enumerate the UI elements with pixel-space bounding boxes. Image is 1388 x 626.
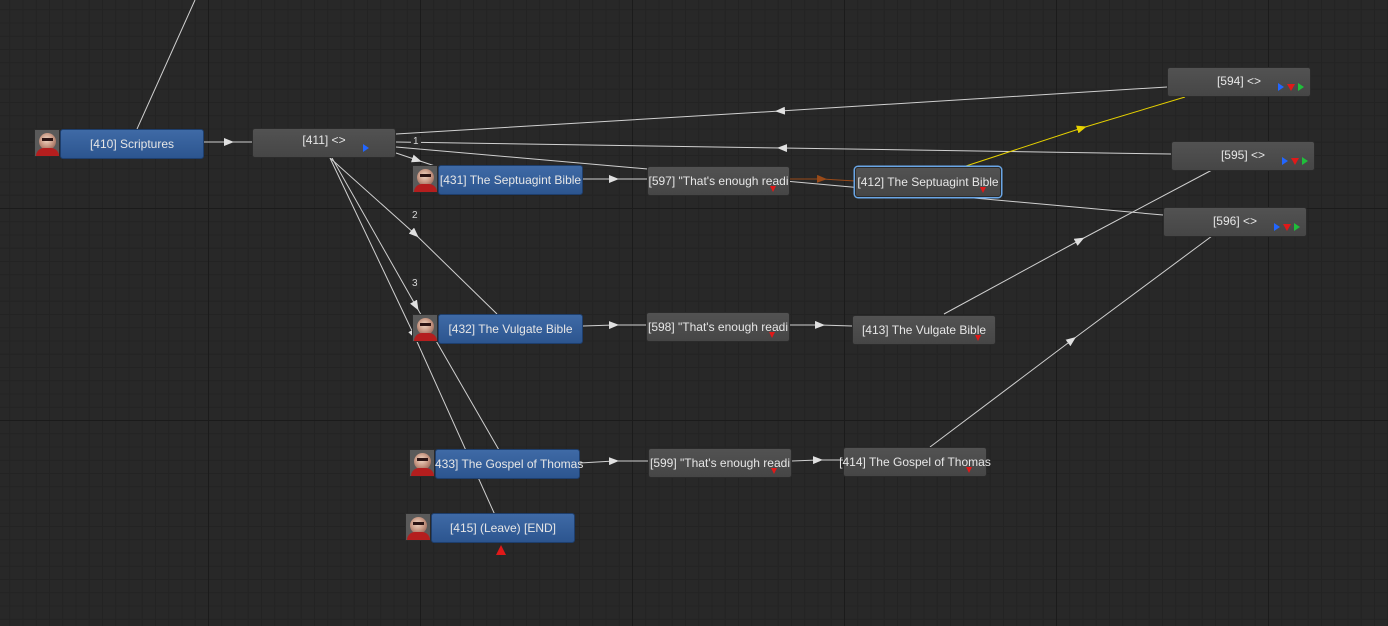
node-label: [431] The Septuagint Bible bbox=[439, 173, 582, 187]
node-label: [595] <> bbox=[1220, 148, 1266, 162]
green-output-pin-icon[interactable] bbox=[1302, 157, 1308, 165]
wire-595-411 bbox=[395, 141, 1172, 155]
wire-433-599 bbox=[579, 457, 648, 466]
node-432-vulgate[interactable]: [432] The Vulgate Bible bbox=[438, 314, 583, 344]
node-label: [413] The Vulgate Bible bbox=[861, 323, 987, 337]
end-marker-icon bbox=[496, 545, 506, 555]
wire-597-412 bbox=[790, 174, 856, 183]
green-output-pin-icon[interactable] bbox=[1294, 223, 1300, 231]
red-pin-icon[interactable] bbox=[1291, 157, 1299, 165]
node-410-scriptures[interactable]: [410] Scriptures bbox=[60, 129, 204, 159]
node-412-septuagint[interactable]: [412] The Septuagint Bible bbox=[855, 167, 1001, 197]
wire-599-414 bbox=[791, 456, 843, 465]
red-pin-icon[interactable] bbox=[975, 335, 981, 341]
node-413-vulgate[interactable]: [413] The Vulgate Bible bbox=[852, 315, 996, 345]
red-pin-icon[interactable] bbox=[770, 186, 776, 192]
node-label: [411] <> bbox=[302, 133, 346, 147]
wire-incoming-410 bbox=[136, 0, 196, 130]
red-pin-icon[interactable] bbox=[769, 332, 775, 338]
node-label: [433] The Gospel of Thomas bbox=[431, 457, 584, 471]
npc-portrait-icon[interactable] bbox=[412, 314, 438, 342]
node-433-gospel-thomas[interactable]: [433] The Gospel of Thomas bbox=[432, 449, 583, 479]
wire-596-411 bbox=[395, 146, 1164, 216]
node-label: [596] <> bbox=[1212, 214, 1258, 228]
node-label: [412] The Septuagint Bible bbox=[857, 175, 999, 189]
wire-594-411 bbox=[395, 86, 1168, 135]
wire-411-432 bbox=[329, 157, 498, 315]
node-596-router[interactable]: [596] <> bbox=[1163, 207, 1307, 237]
blue-output-pin-icon[interactable] bbox=[363, 144, 369, 152]
green-output-pin-icon[interactable] bbox=[1298, 83, 1304, 91]
red-pin-icon[interactable] bbox=[980, 187, 986, 193]
node-label: [598] "That's enough readi bbox=[648, 320, 788, 334]
node-414-gospel-thomas[interactable]: [414] The Gospel of Thomas bbox=[839, 447, 991, 477]
wire-412-594 bbox=[965, 96, 1186, 167]
blue-output-pin-icon[interactable] bbox=[1274, 223, 1280, 231]
wire-432-598 bbox=[582, 321, 646, 330]
node-598-response[interactable]: [598] "That's enough readi bbox=[646, 312, 790, 342]
red-pin-icon[interactable] bbox=[771, 468, 777, 474]
node-label: [410] Scriptures bbox=[89, 137, 175, 151]
node-label: [599] "That's enough readi bbox=[650, 456, 790, 470]
npc-portrait-icon[interactable] bbox=[412, 165, 438, 193]
blue-output-pin-icon[interactable] bbox=[1278, 83, 1284, 91]
node-594-router[interactable]: [594] <> bbox=[1167, 67, 1311, 97]
branch-badge-3: 3 bbox=[410, 278, 420, 289]
wire-413-595 bbox=[943, 169, 1213, 315]
node-label: [415] (Leave) [END] bbox=[449, 521, 557, 535]
wire-598-413 bbox=[790, 320, 853, 329]
npc-portrait-icon[interactable] bbox=[409, 449, 435, 477]
node-595-router[interactable]: [595] <> bbox=[1171, 141, 1315, 171]
wire-411-431 bbox=[395, 152, 439, 168]
npc-portrait-icon[interactable] bbox=[34, 129, 60, 157]
node-label: [414] The Gospel of Thomas bbox=[839, 455, 991, 469]
branch-badge-2: 2 bbox=[410, 210, 420, 221]
node-label: [594] <> bbox=[1216, 74, 1262, 88]
node-431-septuagint[interactable]: [431] The Septuagint Bible bbox=[438, 165, 583, 195]
branch-badge-1: 1 bbox=[411, 136, 421, 147]
red-pin-icon[interactable] bbox=[1283, 223, 1291, 231]
wire-414-596 bbox=[929, 235, 1213, 448]
npc-portrait-icon[interactable] bbox=[405, 513, 431, 541]
node-label: [597] "That's enough readi bbox=[648, 174, 789, 188]
wire-411-433 bbox=[331, 157, 500, 451]
node-599-response[interactable]: [599] "That's enough readi bbox=[648, 448, 792, 478]
blue-output-pin-icon[interactable] bbox=[1282, 157, 1288, 165]
node-411-router[interactable]: [411] <> bbox=[252, 128, 396, 158]
red-pin-icon[interactable] bbox=[966, 467, 972, 473]
node-597-response[interactable]: [597] "That's enough readi bbox=[647, 166, 790, 196]
node-415-leave-end[interactable]: [415] (Leave) [END] bbox=[431, 513, 575, 543]
red-pin-icon[interactable] bbox=[1287, 83, 1295, 91]
node-label: [432] The Vulgate Bible bbox=[448, 322, 573, 336]
